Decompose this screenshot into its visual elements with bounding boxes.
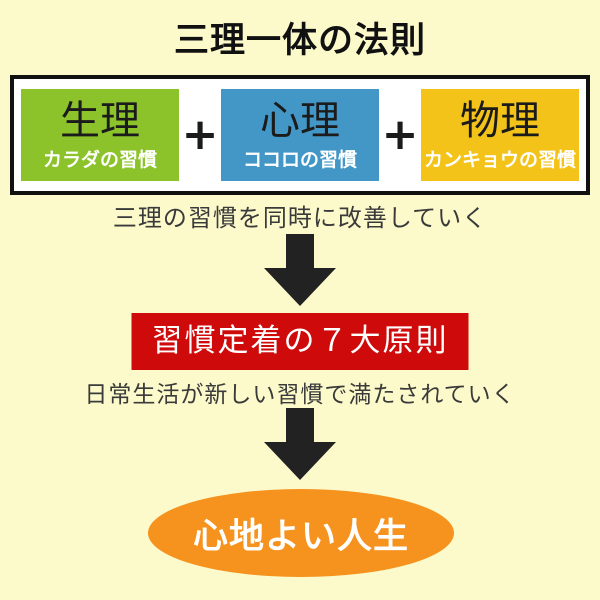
down-arrow-shape [264,234,336,306]
principle-name-shinri: 心理 [260,97,340,144]
comfortable-life-ellipse: 心地よい人生 [148,489,454,577]
down-arrow-shape [264,408,336,480]
down-arrow-icon [264,408,336,480]
seven-principles-banner: 習慣定着の７大原則 [131,313,469,370]
principle-sub-seiri: カラダの習慣 [42,148,157,171]
down-arrow-icon [264,234,336,306]
principle-card-seiri: 生理 カラダの習慣 [21,89,179,181]
principle-sub-shinri: ココロの習慣 [242,148,357,171]
principle-sub-butsuri: カンキョウの習慣 [423,148,576,171]
caption-improve-habits: 三理の習慣を同時に改善していく [112,204,488,232]
principle-name-butsuri: 物理 [460,97,540,144]
three-principles-box: 生理 カラダの習慣 + 心理 ココロの習慣 + 物理 カンキョウの習慣 [10,75,590,195]
caption-daily-life: 日常生活が新しい習慣で満たされていく [84,382,516,408]
principle-card-butsuri: 物理 カンキョウの習慣 [421,89,579,181]
plus-sign-1: + [181,109,219,160]
principle-card-shinri: 心理 ココロの習慣 [221,89,379,181]
plus-sign-2: + [381,109,419,160]
principle-name-seiri: 生理 [60,97,140,144]
page-title: 三理一体の法則 [173,21,426,61]
